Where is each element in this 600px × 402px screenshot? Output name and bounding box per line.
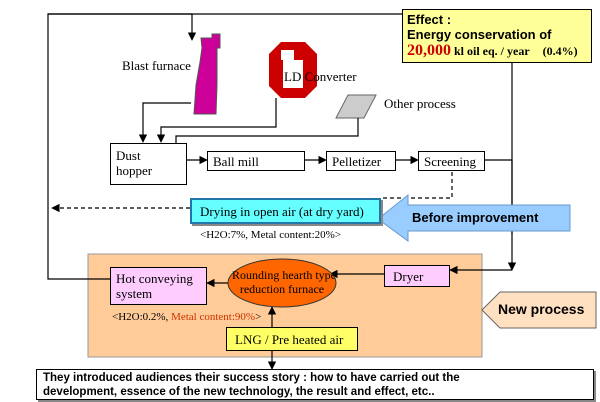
before-improvement-label: Before improvement	[412, 210, 539, 225]
dust-hopper-l1: Dust	[116, 148, 141, 163]
hot-conveying-note: <H2O:0.2%, Metal content:90%>	[112, 309, 261, 325]
effect-line2: Energy conservation of	[407, 27, 552, 42]
furnace-label-l1: Rounding hearth type	[232, 268, 336, 282]
footer-line1: They introduced audiences their success …	[43, 372, 460, 384]
dryer-box: Dryer	[384, 265, 450, 287]
hot-note-a: <H2O:0.2%,	[112, 311, 172, 323]
effect-box: Effect : Energy conservation of 20,000 k…	[402, 9, 592, 63]
hot-conveying-l2: system	[116, 286, 153, 301]
effect-title: Effect :	[407, 12, 452, 27]
reduction-furnace-ellipse	[227, 258, 337, 308]
ball-mill-box: Ball mill	[207, 151, 305, 171]
other-process-label: Other process	[384, 96, 456, 111]
pelletizer-box: Pelletizer	[326, 151, 396, 171]
screening-box: Screening	[418, 151, 485, 171]
hot-conveying-box: Hot conveying system	[110, 267, 207, 305]
hot-conveying-l1: Hot conveying	[116, 271, 193, 286]
footer-note-box: They introduced audiences their success …	[36, 369, 594, 400]
footer-line2: development, essence of the new technolo…	[43, 386, 435, 398]
effect-unit: kl oil eq. / year	[454, 44, 530, 58]
blast-furnace-icon	[193, 33, 221, 115]
other-process-icon	[335, 94, 377, 119]
dust-hopper-box: Dust hopper	[110, 143, 187, 185]
new-process-label: New process	[498, 301, 585, 317]
hot-note-c: >	[255, 311, 262, 323]
dust-hopper-l2: hopper	[116, 163, 153, 178]
new-process-callout	[481, 291, 597, 329]
effect-percent: (0.4%)	[542, 44, 578, 58]
ld-converter-label: LD Converter	[284, 69, 357, 84]
hot-note-b: Metal content:90%	[171, 311, 256, 323]
furnace-label-l2: reduction furnace	[239, 282, 325, 296]
drying-open-air-box: Drying in open air (at dry yard)	[190, 198, 381, 224]
blast-furnace-label: Blast furnace	[122, 58, 191, 73]
drying-note: <H2O:7%, Metal content:20%>	[200, 229, 342, 241]
before-improvement-arrow	[377, 193, 571, 242]
lng-box: LNG / Pre heated air	[226, 327, 358, 351]
effect-amount: 20,000	[407, 42, 451, 59]
